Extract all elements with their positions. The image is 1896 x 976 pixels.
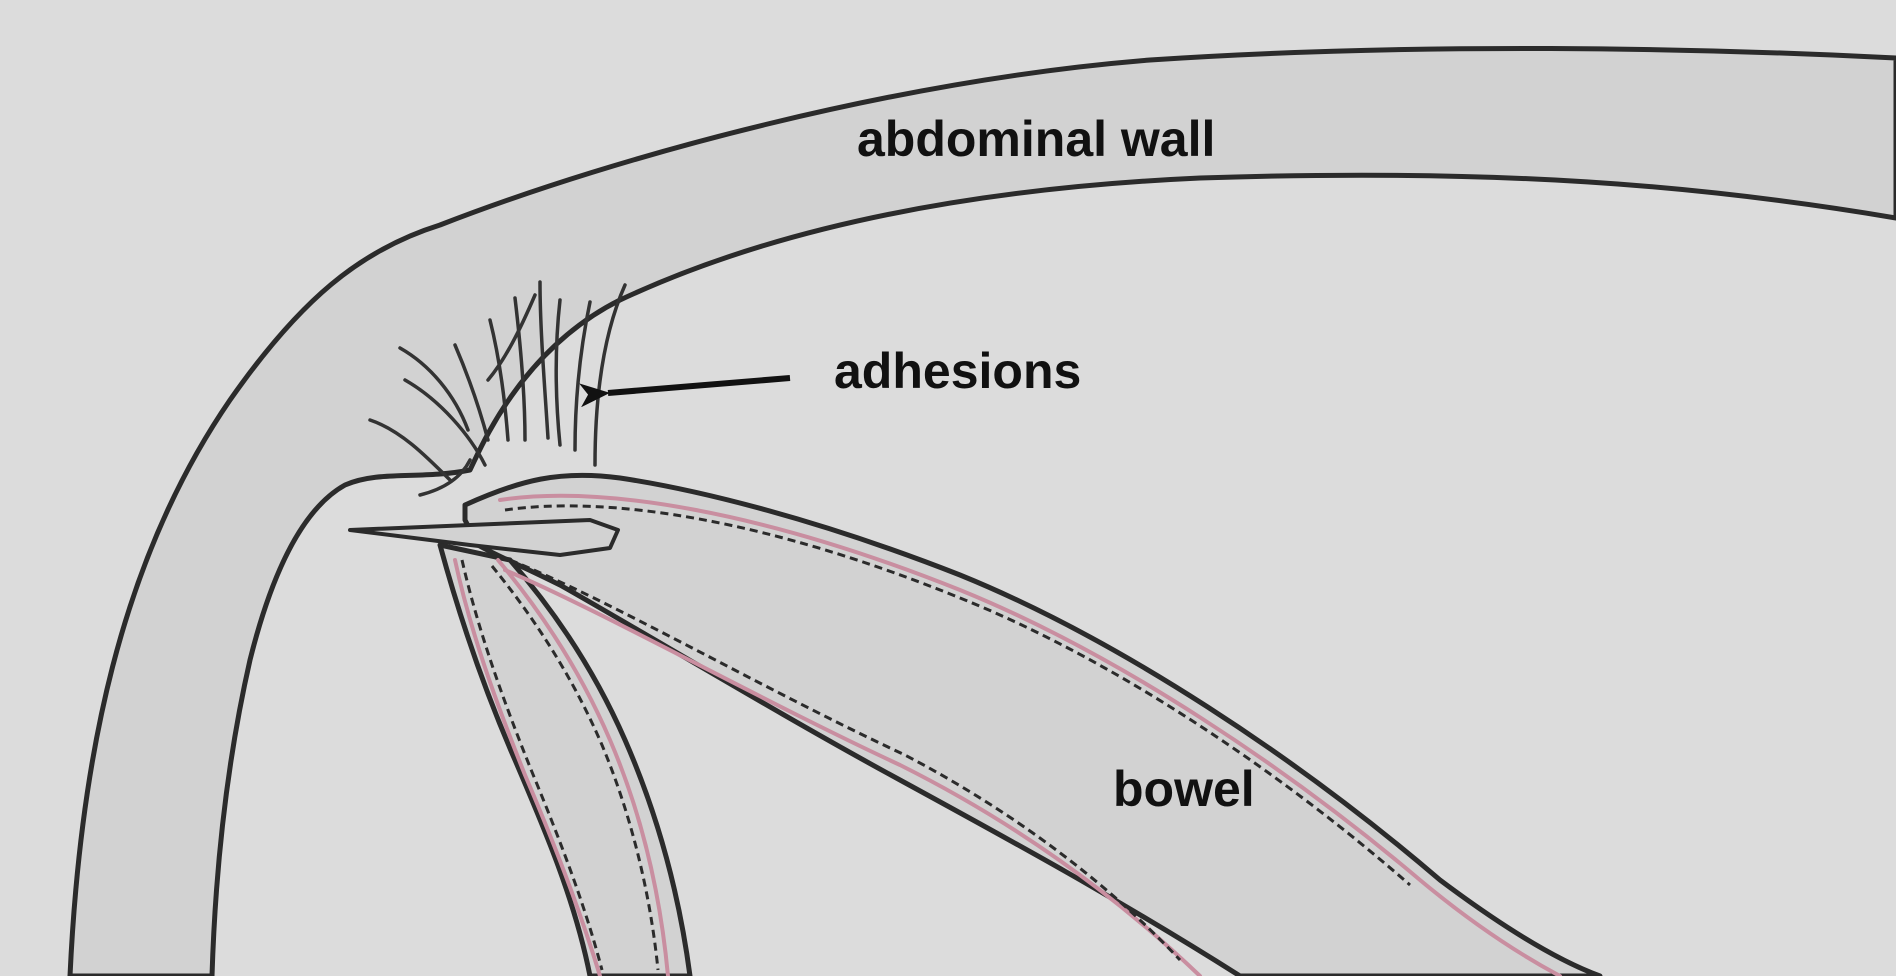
bowel-lining	[453, 493, 1562, 976]
adhesion-strands	[368, 280, 627, 497]
bowel-label: bowel	[1113, 761, 1255, 817]
bowel-tip-shape	[348, 518, 620, 557]
abdominal-wall-label: abdominal wall	[857, 111, 1216, 167]
bowel-serration	[460, 504, 1411, 971]
abdominal-wall-shape	[67, 45, 1896, 976]
adhesions-arrow	[579, 375, 791, 408]
adhesions-label: adhesions	[834, 343, 1082, 399]
bowel-descending-shape	[437, 542, 693, 976]
